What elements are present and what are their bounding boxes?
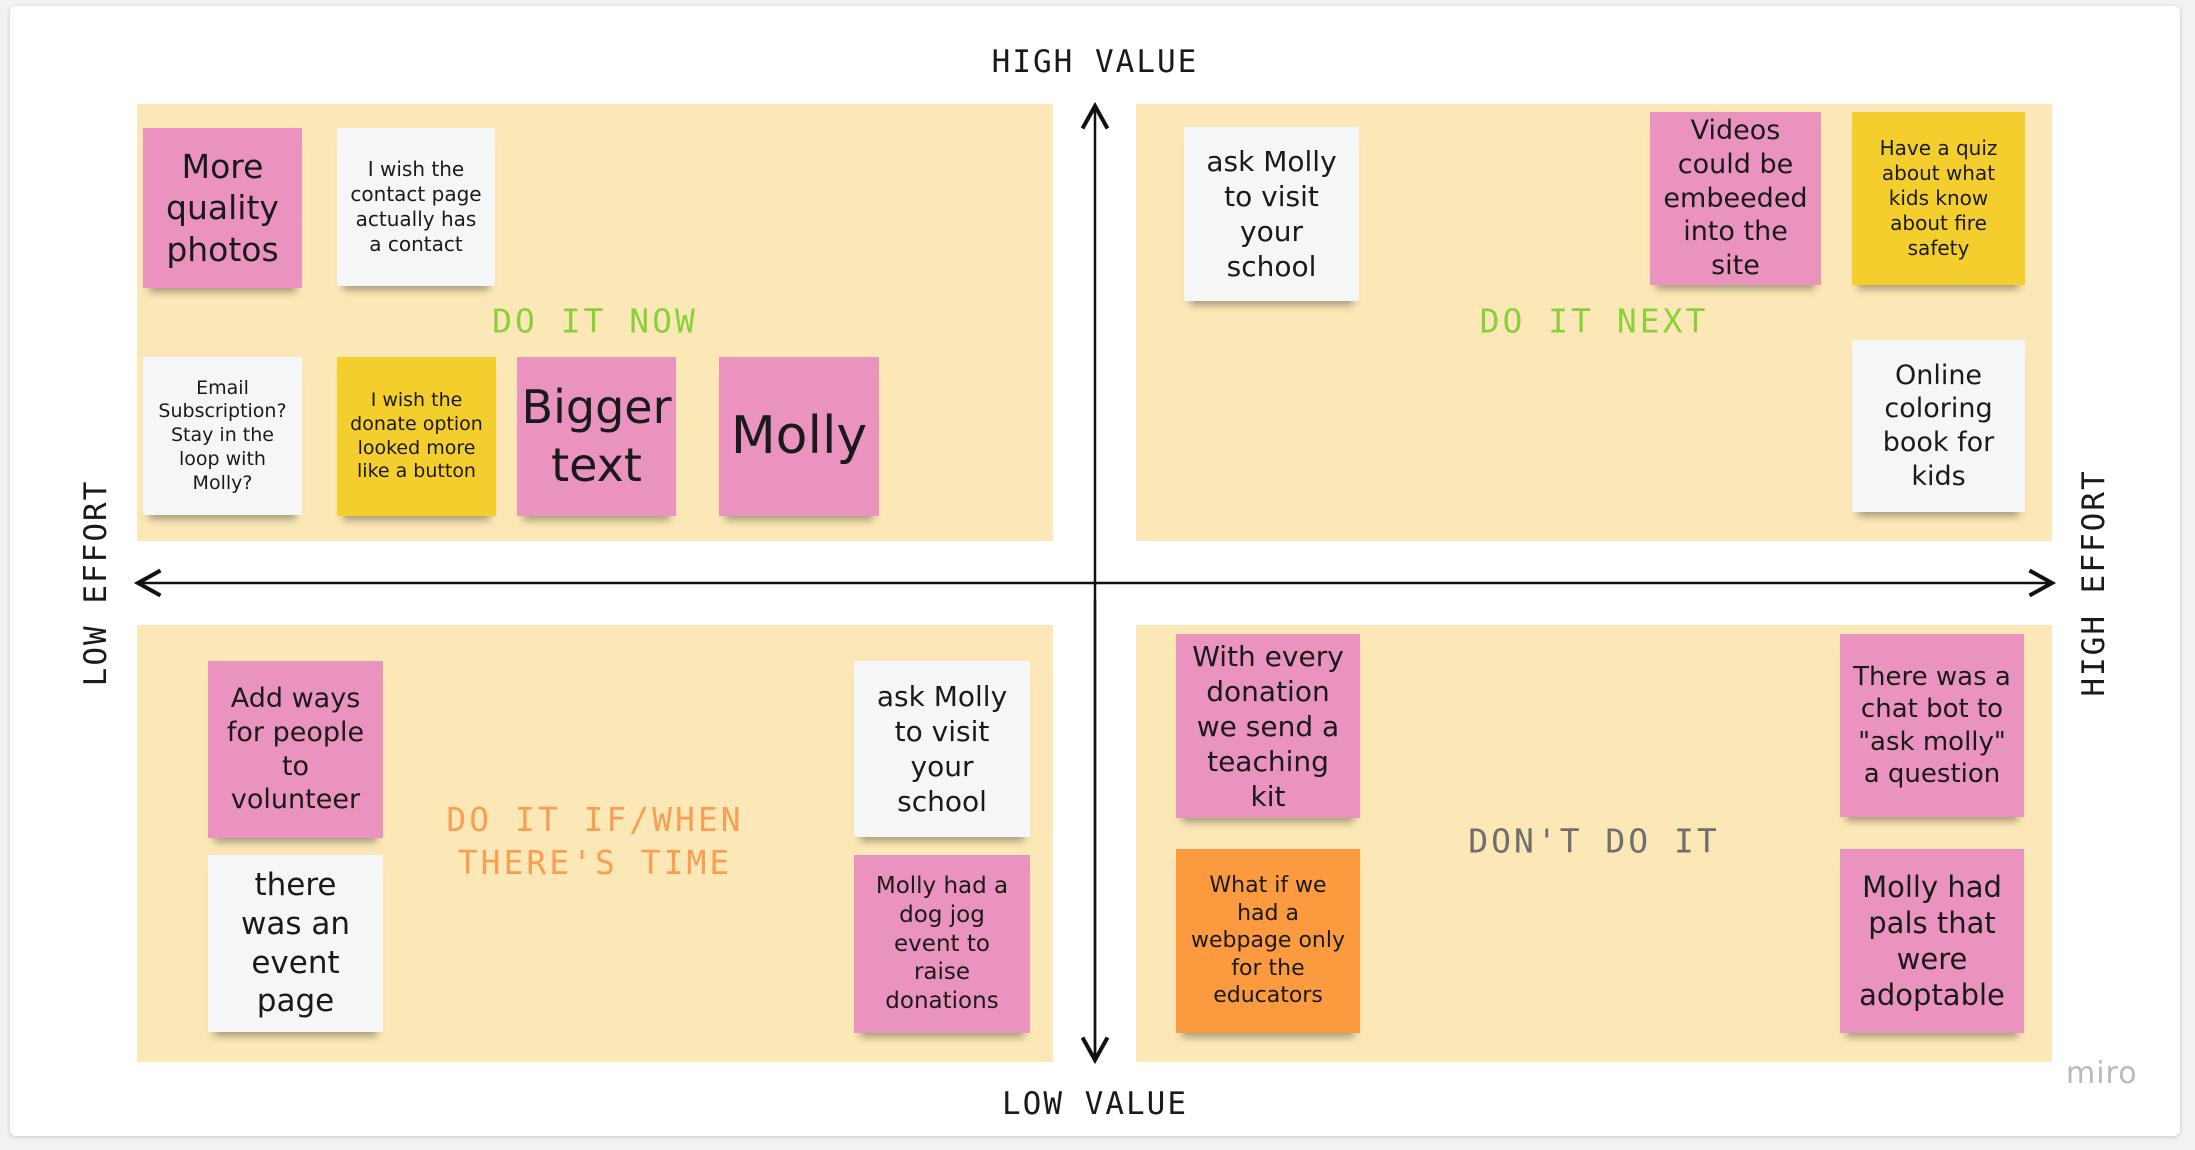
sticky-note[interactable]: Add ways for people to volunteer: [208, 661, 383, 838]
sticky-note[interactable]: there was an event page: [208, 855, 383, 1032]
sticky-note[interactable]: I wish the donate option looked more lik…: [337, 357, 496, 516]
axis-label-low-value: LOW VALUE: [1002, 1086, 1188, 1122]
sticky-note[interactable]: I wish the contact page actually has a c…: [337, 128, 495, 286]
axis-label-high-value: HIGH VALUE: [991, 44, 1199, 80]
sticky-note[interactable]: More quality photos: [143, 128, 302, 288]
sticky-note[interactable]: What if we had a webpage only for the ed…: [1176, 849, 1360, 1033]
sticky-note[interactable]: Bigger text: [517, 357, 676, 516]
sticky-note[interactable]: Have a quiz about what kids know about f…: [1852, 112, 2025, 285]
axis-label-low-effort: LOW EFFORT: [78, 479, 114, 687]
axis-label-high-effort: HIGH EFFORT: [2076, 469, 2112, 697]
sticky-note[interactable]: Videos could be embeeded into the site: [1650, 112, 1821, 285]
quadrant-title-if-time: DO IT IF/WHEN THERE'S TIME: [446, 800, 744, 882]
sticky-note[interactable]: Email Subscription? Stay in the loop wit…: [143, 357, 302, 515]
sticky-note[interactable]: Molly had pals that were adoptable: [1840, 849, 2024, 1033]
sticky-note[interactable]: ask Molly to visit your school: [1184, 127, 1359, 301]
sticky-note[interactable]: Molly had a dog jog event to raise donat…: [854, 855, 1030, 1033]
sticky-note[interactable]: ask Molly to visit your school: [854, 661, 1030, 837]
miro-logo: miro: [2066, 1056, 2138, 1091]
quadrant-title-do-it-next: DO IT NEXT: [1479, 301, 1709, 341]
sticky-note[interactable]: Molly: [719, 357, 879, 516]
sticky-note[interactable]: There was a chat bot to "ask molly" a qu…: [1840, 634, 2024, 817]
sticky-note[interactable]: Online coloring book for kids: [1852, 340, 2025, 512]
quadrant-title-do-it-now: DO IT NOW: [492, 301, 698, 341]
sticky-note[interactable]: With every donation we send a teaching k…: [1176, 634, 1360, 818]
quadrant-title-dont-do-it: DON'T DO IT: [1468, 821, 1720, 861]
